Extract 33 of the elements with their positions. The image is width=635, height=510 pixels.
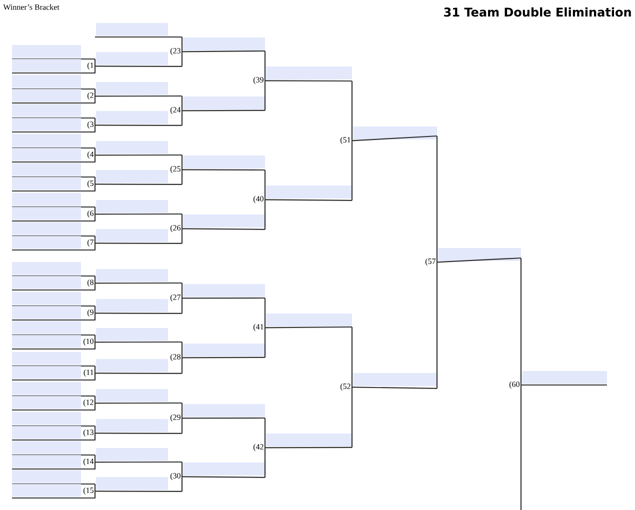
- match-bracket: (3: [87, 118, 96, 132]
- match-bracket: (13: [83, 426, 96, 440]
- match-bracket: (30: [170, 462, 183, 492]
- match-bracket: (15: [83, 484, 96, 498]
- match-bracket: (9: [87, 306, 96, 320]
- match-bracket: (29: [170, 403, 183, 434]
- match-bracket: (6: [87, 207, 96, 222]
- match-bracket: (57: [425, 136, 438, 388]
- match-bracket: (27: [170, 283, 183, 314]
- match-bracket: (12: [83, 396, 96, 410]
- match-bracket: (24: [170, 96, 183, 126]
- match-bracket: (1: [87, 59, 96, 74]
- match-bracket: (14: [83, 455, 96, 470]
- match-bracket: (11: [84, 366, 96, 380]
- match-bracket: (8: [87, 276, 96, 290]
- match-bracket: (10: [83, 335, 96, 350]
- match-bracket: (41: [253, 298, 266, 358]
- match-bracket: (2: [87, 89, 96, 104]
- bracket-heading: Winner’s Bracket: [3, 4, 60, 10]
- match-bracket: (60: [509, 258, 522, 510]
- match-bracket: (23: [170, 37, 183, 66]
- match-bracket: (42: [253, 418, 266, 478]
- match-bracket: (25: [170, 155, 183, 184]
- match-bracket: (40: [253, 170, 266, 230]
- match-bracket: (39: [253, 51, 266, 110]
- match-bracket: (51: [340, 81, 353, 200]
- match-bracket: (26: [170, 214, 183, 244]
- page-title: 31 Team Double Elimination: [444, 7, 631, 17]
- match-bracket: (4: [87, 148, 96, 162]
- match-bracket: (52: [340, 327, 353, 448]
- match-bracket: (28: [170, 342, 183, 374]
- match-bracket: (7: [87, 236, 96, 250]
- match-bracket: (5: [87, 177, 96, 192]
